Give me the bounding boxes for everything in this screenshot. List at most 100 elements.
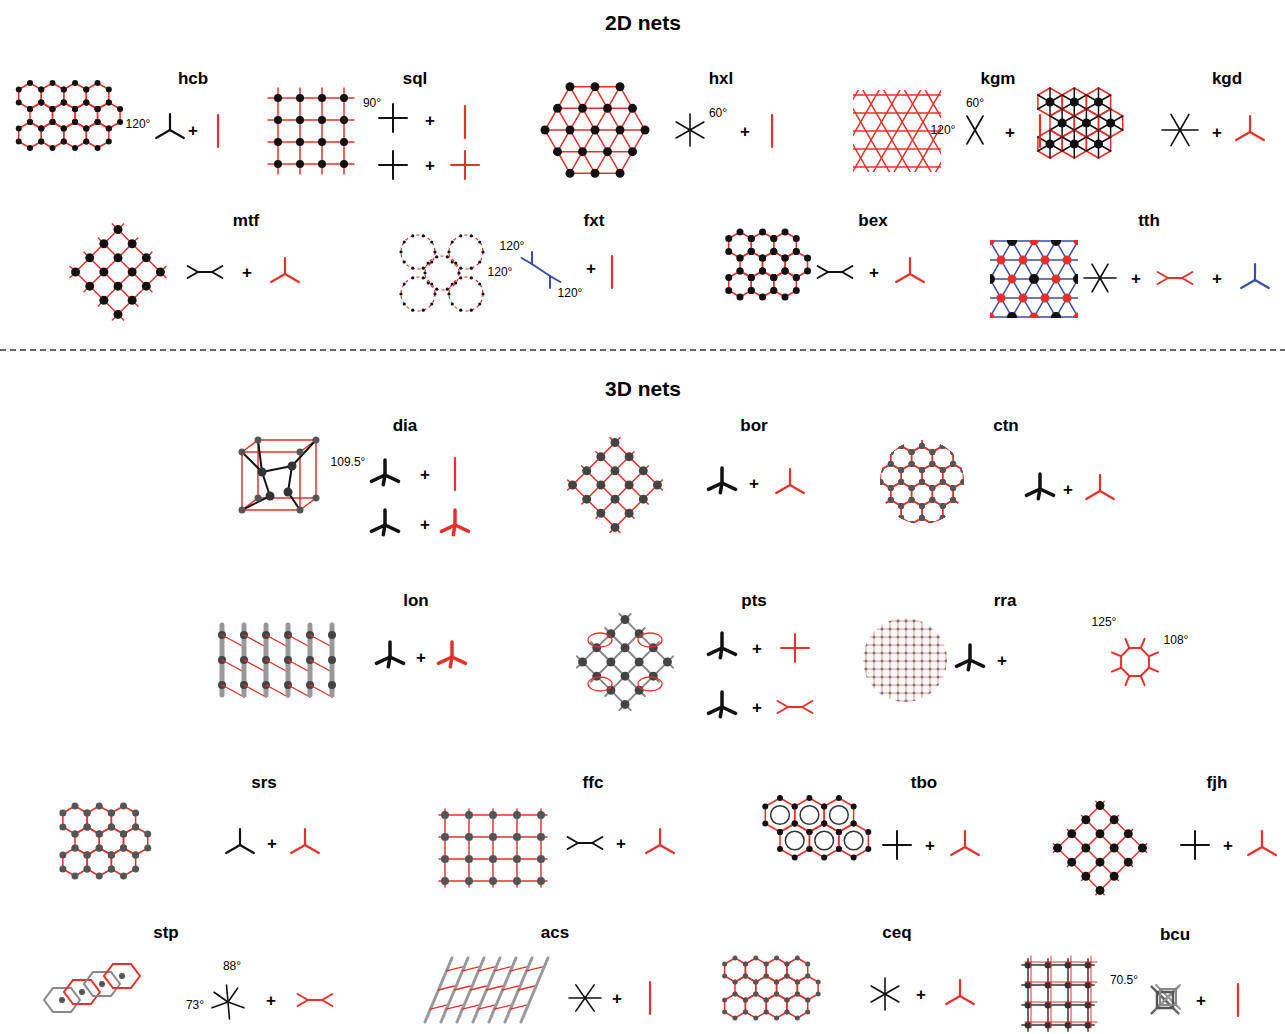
node-dot bbox=[722, 974, 727, 979]
node-dot bbox=[990, 240, 995, 245]
net-edge bbox=[860, 428, 870, 434]
node-dot bbox=[919, 431, 925, 437]
node-dot bbox=[106, 139, 112, 145]
node-dot bbox=[950, 497, 956, 503]
node-dot bbox=[889, 628, 892, 631]
net-edge bbox=[479, 967, 495, 971]
node-dot bbox=[96, 831, 103, 838]
net-edge bbox=[1086, 151, 1098, 158]
net-edge bbox=[964, 518, 974, 524]
net-edge bbox=[870, 536, 880, 542]
node-dot bbox=[553, 147, 562, 156]
node-dot bbox=[821, 804, 827, 810]
node-dot bbox=[953, 652, 956, 655]
node-dot bbox=[38, 126, 44, 132]
node-dot bbox=[1065, 827, 1078, 840]
net-edge bbox=[932, 536, 942, 542]
net-drawing bbox=[990, 240, 1078, 318]
node-dot bbox=[447, 250, 450, 253]
net-edge bbox=[1074, 88, 1086, 95]
node-dot bbox=[877, 467, 883, 473]
node-dot bbox=[274, 116, 282, 124]
node-dot bbox=[725, 248, 732, 255]
net-edge bbox=[946, 613, 947, 709]
building-unit bbox=[818, 266, 828, 272]
node-dot bbox=[403, 302, 406, 305]
net-edge bbox=[891, 518, 901, 524]
node-dot bbox=[913, 708, 916, 711]
node-dot bbox=[805, 962, 810, 967]
node-dot bbox=[784, 962, 789, 967]
node-dot bbox=[945, 700, 948, 703]
net-edge bbox=[1061, 137, 1063, 151]
node-dot bbox=[328, 656, 336, 664]
node-dot bbox=[50, 106, 56, 112]
node-dot bbox=[1046, 98, 1055, 107]
node-dot bbox=[313, 495, 320, 502]
node-dot bbox=[84, 852, 91, 859]
net-edge bbox=[853, 90, 926, 172]
node-dot bbox=[106, 126, 112, 132]
net-edge bbox=[984, 506, 986, 518]
net-ring bbox=[449, 235, 483, 269]
net-edge bbox=[880, 536, 890, 542]
node-dot bbox=[888, 521, 894, 527]
net-edge bbox=[1062, 88, 1074, 95]
node-dot bbox=[770, 274, 777, 281]
net-edge bbox=[870, 518, 880, 524]
building-unit bbox=[383, 510, 387, 525]
net-edge bbox=[860, 500, 870, 506]
node-dot bbox=[929, 425, 935, 431]
net-edge bbox=[858, 685, 954, 686]
net-edge bbox=[44, 988, 80, 1012]
net-edge bbox=[1050, 88, 1062, 95]
node-dot bbox=[929, 660, 932, 663]
building-unit bbox=[532, 264, 550, 276]
node-dot bbox=[913, 668, 916, 671]
node-dot bbox=[897, 684, 900, 687]
node-dot bbox=[637, 493, 650, 506]
building-unit bbox=[967, 116, 975, 130]
net-edge bbox=[973, 452, 975, 464]
node-dot bbox=[576, 656, 589, 669]
node-dot bbox=[877, 479, 883, 485]
node-dot bbox=[909, 521, 915, 527]
node-dot bbox=[774, 956, 779, 961]
net-edge bbox=[964, 428, 974, 434]
node-dot bbox=[743, 1010, 748, 1015]
node-dot bbox=[27, 106, 33, 112]
net-edge bbox=[1037, 95, 1039, 109]
net-edge bbox=[870, 518, 880, 524]
node-dot bbox=[777, 829, 783, 835]
node-dot bbox=[737, 255, 744, 262]
node-dot bbox=[806, 829, 812, 835]
net-edge bbox=[974, 536, 984, 542]
node-dot bbox=[117, 106, 123, 112]
building-unit bbox=[198, 271, 212, 273]
node-dot bbox=[784, 1010, 789, 1015]
net-edge bbox=[258, 439, 316, 441]
node-dot bbox=[108, 866, 115, 873]
node-dot bbox=[619, 641, 632, 654]
building-unit bbox=[967, 130, 975, 144]
node-dot bbox=[929, 636, 932, 639]
net-edge bbox=[870, 446, 880, 452]
node-dot bbox=[929, 485, 935, 491]
node-dot bbox=[79, 989, 85, 995]
node-dot bbox=[919, 479, 925, 485]
building-unit bbox=[690, 122, 704, 130]
node-dot bbox=[120, 873, 127, 880]
net-edge bbox=[1022, 1004, 1094, 1006]
node-dot bbox=[72, 873, 79, 880]
node-dot bbox=[971, 533, 977, 539]
node-dot bbox=[513, 811, 521, 819]
net-edge bbox=[1022, 1024, 1094, 1026]
net-cage bbox=[771, 806, 790, 825]
node-dot bbox=[743, 974, 748, 979]
node-dot bbox=[117, 119, 123, 125]
node-dot bbox=[950, 485, 956, 491]
building-unit bbox=[781, 647, 795, 649]
node-dot bbox=[953, 628, 956, 631]
node-dot bbox=[945, 612, 948, 615]
node-dot bbox=[805, 1010, 810, 1015]
